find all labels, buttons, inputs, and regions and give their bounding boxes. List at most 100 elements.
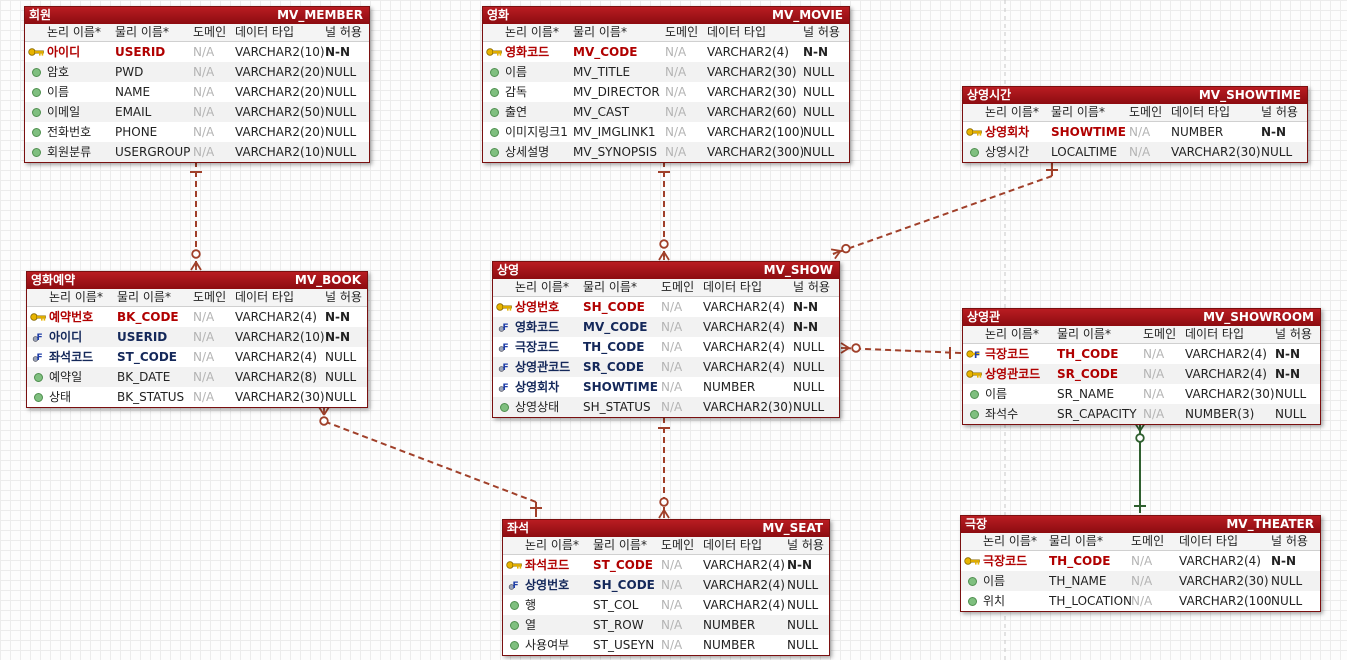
attribute-datatype: VARCHAR2(4)	[1179, 554, 1261, 568]
attribute-logical: 상영회차	[985, 125, 1030, 139]
attribute-physical: LOCALTIME	[1051, 145, 1118, 159]
attribute-physical: ST_COL	[593, 598, 639, 612]
attribute-domain: N/A	[193, 65, 215, 79]
attribute-nullable: NULL	[803, 65, 835, 79]
foreign-key-icon: F	[493, 357, 515, 377]
svg-text:F: F	[503, 383, 509, 393]
relationship-seat-book[interactable]	[318, 406, 542, 517]
attribute-physical: ST_USEYN	[593, 638, 655, 652]
attribute-domain: N/A	[1143, 407, 1165, 421]
primary-key-icon	[27, 307, 49, 327]
attribute-datatype: VARCHAR2(4)	[703, 578, 785, 592]
column-header-logical: 논리 이름*	[505, 25, 559, 39]
column-header-spacer	[493, 279, 515, 296]
attribute-domain: N/A	[661, 638, 683, 652]
attribute-physical: MV_CAST	[573, 105, 630, 119]
attribute-datatype: VARCHAR2(8)	[235, 370, 317, 384]
attribute-physical: BK_DATE	[117, 370, 171, 384]
attribute-domain: N/A	[665, 105, 687, 119]
attribute-logical: 위치	[983, 594, 1006, 608]
attribute-nullable: N-N	[1275, 367, 1301, 381]
column-header-domain: 도메인	[1129, 105, 1163, 119]
attribute-nullable: NULL	[1271, 574, 1303, 588]
attribute-datatype: VARCHAR2(4)	[703, 360, 785, 374]
attribute-domain: N/A	[661, 300, 683, 314]
relationship-movie-show[interactable]	[658, 161, 670, 261]
relationship-member-book[interactable]	[190, 161, 202, 271]
attribute-nullable: NULL	[325, 65, 357, 79]
svg-text:F: F	[503, 363, 509, 373]
primary-key-icon	[483, 42, 505, 62]
relationship-showtime-show[interactable]	[830, 163, 1058, 260]
svg-text:F: F	[37, 333, 43, 343]
attribute-physical: SR_CAPACITY	[1057, 407, 1137, 421]
column-header-logical: 논리 이름*	[985, 327, 1039, 341]
attribute-logical: 예약일	[49, 370, 83, 384]
attribute-nullable: N-N	[803, 45, 829, 59]
attribute-nullable: NULL	[325, 105, 357, 119]
relationship-show-seat[interactable]	[658, 417, 670, 519]
attribute-datatype: VARCHAR2(4)	[235, 310, 317, 324]
column-header-domain: 도메인	[665, 25, 699, 39]
attribute-physical: MV_SYNOPSIS	[573, 145, 657, 159]
attribute-nullable: N-N	[325, 310, 351, 324]
relationship-showroom-show[interactable]	[840, 342, 962, 359]
entity-logical-name: 상영	[497, 263, 520, 277]
relationship-theater-showroom[interactable]	[1134, 422, 1146, 513]
